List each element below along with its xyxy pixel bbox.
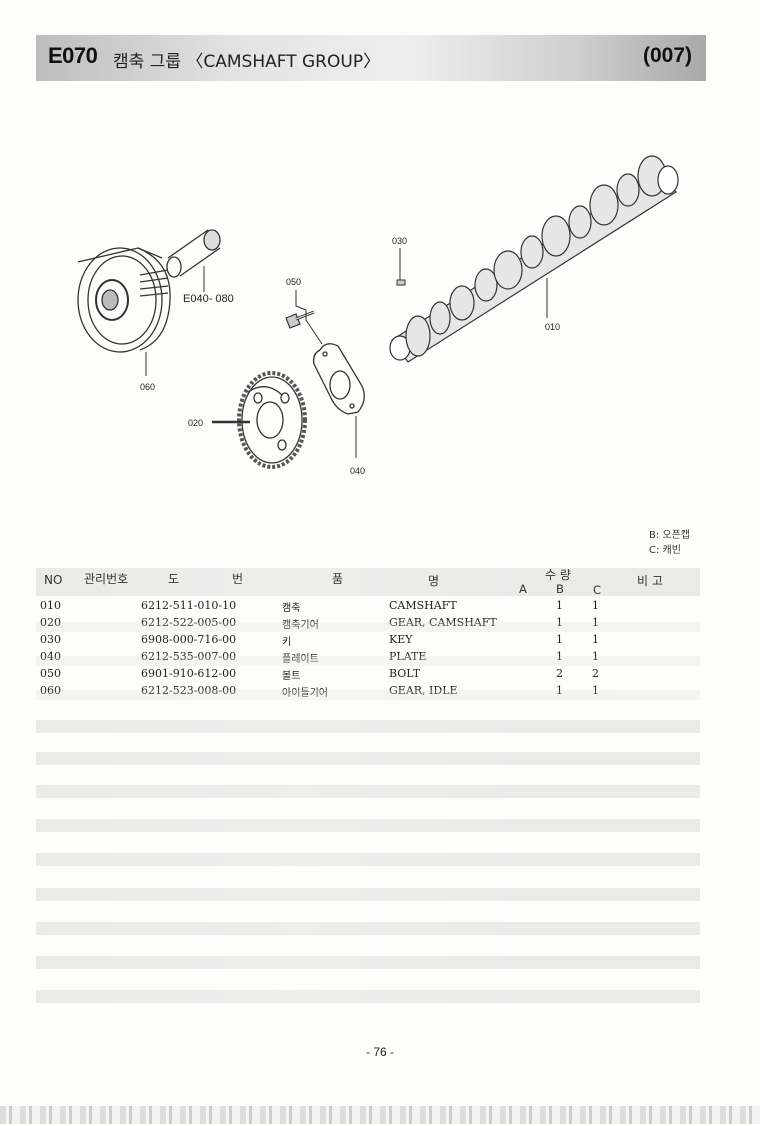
- col-header-myeong: 명: [428, 574, 440, 588]
- cell-qty-c: 1: [592, 599, 599, 612]
- section-code: E070: [48, 43, 98, 68]
- empty-row-band: [36, 888, 700, 901]
- page-number: - 76 -: [365, 1045, 394, 1059]
- callout-010: 010: [545, 322, 560, 332]
- section-title: 캠축 그룹 〈CAMSHAFT GROUP〉: [113, 52, 381, 72]
- cell-qty-b: 1: [556, 616, 563, 629]
- camshaft-drawing: [389, 155, 679, 363]
- empty-row-band: [36, 819, 700, 832]
- camshaft-exploded-diagram: 030 050 010 060 020 040 E040- 080: [77, 155, 679, 476]
- table-row: 020 6212-522-005-00 캠축기어 GEAR, CAMSHAFT …: [0, 616, 760, 633]
- idle-shaft-drawing: [166, 229, 221, 278]
- leader-lines: [145, 248, 548, 458]
- table-row: 040 6212-535-007-00 플레이트 PLATE 1 1: [0, 650, 760, 667]
- callout-e040: E040- 080: [183, 293, 234, 305]
- callout-060: 060: [140, 382, 155, 392]
- cell-name-en: KEY: [389, 633, 413, 646]
- cell-qty-b: 2: [556, 667, 563, 680]
- cell-no: 030: [40, 633, 61, 646]
- cell-name-kr: 플레이트: [282, 650, 319, 665]
- empty-row-band: [36, 956, 700, 969]
- cell-name-kr: 아이들기어: [282, 684, 328, 699]
- cell-name-kr: 캠축기어: [282, 616, 319, 631]
- cell-qty-b: 1: [556, 684, 563, 697]
- table-header-band: [36, 568, 700, 596]
- cell-name-en: GEAR, CAMSHAFT: [389, 616, 497, 629]
- cell-qty-c: 1: [592, 633, 599, 646]
- key-drawing: [396, 279, 406, 286]
- table-row: 030 6908-000-716-00 키 KEY 1 1: [0, 633, 760, 650]
- cell-qty-c: 1: [592, 616, 599, 629]
- empty-row-band: [36, 922, 700, 935]
- legend-b: B: 오픈캡: [649, 530, 691, 541]
- cell-name-en: BOLT: [389, 667, 421, 680]
- cell-qty-b: 1: [556, 633, 563, 646]
- cell-name-en: CAMSHAFT: [389, 599, 457, 612]
- cell-no: 060: [40, 684, 61, 697]
- cell-qty-c: 1: [592, 650, 599, 663]
- section-page-ref: (007): [642, 44, 692, 67]
- section-header: E070 캠축 그룹 〈CAMSHAFT GROUP〉 (007): [36, 35, 706, 81]
- cell-name-kr: 캠축: [282, 603, 301, 614]
- empty-row-band: [36, 785, 700, 798]
- col-header-beon: 번: [232, 572, 244, 586]
- cell-qty-b: 1: [556, 599, 563, 612]
- empty-row-band: [36, 990, 700, 1003]
- cell-part-no: 6908-000-716-00: [141, 633, 237, 646]
- row-shade: [36, 622, 700, 632]
- callout-050: 050: [286, 277, 301, 287]
- cell-part-no: 6212-535-007-00: [141, 650, 236, 663]
- cell-part-no: 6212-523-008-00: [141, 684, 236, 697]
- col-header-no: NO: [44, 573, 63, 587]
- camshaft-gear-drawing: [237, 371, 307, 469]
- col-header-remarks: 비 고: [637, 574, 663, 588]
- table-row: 060 6212-523-008-00 아이들기어 GEAR, IDLE 1 1: [0, 684, 760, 701]
- cell-no: 050: [40, 667, 61, 680]
- col-header-qty: 수 량: [545, 568, 571, 582]
- row-shade: [36, 690, 700, 700]
- col-header-pum: 품: [332, 572, 344, 586]
- row-shade: [36, 656, 700, 666]
- empty-row-band: [36, 752, 700, 765]
- cell-part-no: 6212-511-010-10: [141, 599, 237, 612]
- cell-part-no: 6901-910-612-00: [141, 667, 237, 680]
- col-header-do: 도: [168, 572, 180, 586]
- bolt-drawing: [285, 310, 315, 329]
- cell-part-no: 6212-522-005-00: [141, 616, 236, 629]
- cell-no: 020: [40, 616, 61, 629]
- empty-row-band: [36, 720, 700, 733]
- cell-no: 010: [40, 599, 61, 612]
- cell-no: 040: [40, 650, 61, 663]
- col-header-mgmt: 관리번호: [84, 572, 129, 586]
- cell-name-en: GEAR, IDLE: [389, 684, 458, 697]
- cell-qty-c: 2: [592, 667, 599, 680]
- col-header-b: B: [556, 582, 564, 596]
- legend-c: C: 캐빈: [649, 545, 681, 556]
- cell-name-kr: 키: [282, 637, 292, 648]
- table-row: 050 6901-910-612-00 볼트 BOLT 2 2: [0, 667, 760, 684]
- plate-drawing: [312, 343, 365, 415]
- empty-row-band: [36, 853, 700, 866]
- cell-name-kr: 볼트: [282, 671, 301, 682]
- idle-gear-drawing: [77, 247, 171, 353]
- col-header-c: C: [593, 583, 602, 597]
- scan-edge-artifact: [0, 1106, 760, 1124]
- callout-040: 040: [350, 466, 365, 476]
- callout-030: 030: [392, 236, 407, 246]
- cell-qty-b: 1: [556, 650, 563, 663]
- cell-name-en: PLATE: [389, 650, 426, 663]
- callout-020: 020: [188, 418, 203, 428]
- table-row: 010 6212-511-010-10 캠축 CAMSHAFT 1 1: [0, 599, 760, 616]
- col-header-a: A: [519, 582, 527, 596]
- cell-qty-c: 1: [592, 684, 599, 697]
